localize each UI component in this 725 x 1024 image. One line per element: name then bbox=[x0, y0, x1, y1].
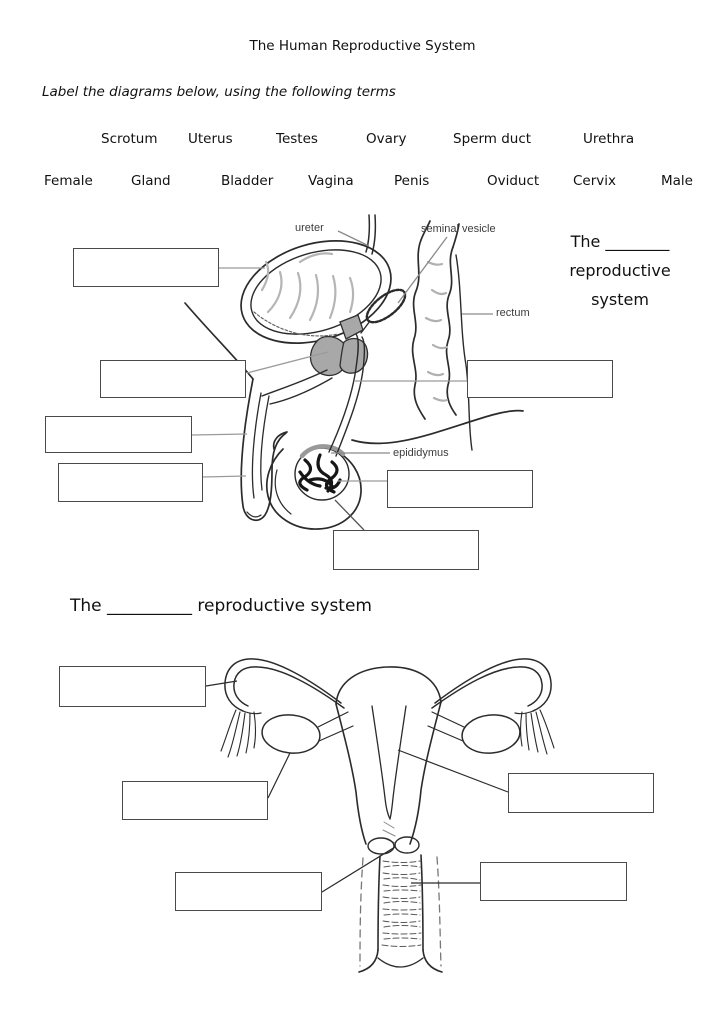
label-epididymus: epididymus bbox=[393, 447, 449, 459]
back-contour bbox=[455, 254, 473, 451]
prostate bbox=[309, 314, 369, 377]
term-penis: Penis bbox=[394, 173, 430, 189]
right-fallopian-tube bbox=[431, 658, 555, 755]
male-answer-box-bladder[interactable] bbox=[73, 248, 219, 287]
male-heading-line2: reproductive bbox=[569, 261, 671, 280]
left-fimbriae bbox=[220, 709, 257, 758]
right-ovary bbox=[427, 711, 521, 754]
cervix bbox=[367, 836, 420, 855]
label-ureter: ureter bbox=[295, 222, 324, 234]
female-diagram bbox=[220, 658, 555, 973]
bladder bbox=[240, 240, 392, 344]
female-answer-box-cervix[interactable] bbox=[175, 872, 322, 911]
seminal-vesicle-shape bbox=[365, 288, 407, 324]
male-heading-line1: The ________ bbox=[570, 232, 670, 251]
sperm-duct bbox=[328, 333, 366, 457]
term-scrotum: Scrotum bbox=[101, 131, 158, 147]
term-female: Female bbox=[44, 173, 93, 189]
male-connector-lines bbox=[191, 230, 493, 531]
testis bbox=[294, 444, 350, 501]
urethra bbox=[261, 369, 333, 405]
female-connector-lines bbox=[205, 680, 509, 893]
label-seminal-vesicle: seminal vesicle bbox=[421, 223, 496, 235]
male-answer-box-penis[interactable] bbox=[45, 416, 192, 453]
male-answer-box-testes[interactable] bbox=[387, 470, 533, 508]
female-answer-box-uterus[interactable] bbox=[508, 773, 654, 813]
ureter-tube bbox=[365, 214, 377, 255]
rectum-squiggles bbox=[424, 260, 449, 402]
term-urethra: Urethra bbox=[583, 131, 635, 147]
perineum-line bbox=[351, 409, 524, 445]
female-answer-box-vagina[interactable] bbox=[480, 862, 627, 901]
penis bbox=[240, 378, 287, 522]
left-ovary bbox=[261, 711, 354, 754]
term-cervix: Cervix bbox=[573, 173, 617, 189]
scrotum bbox=[265, 431, 362, 530]
male-heading: The ________ reproductive system bbox=[550, 227, 690, 314]
term-oviduct: Oviduct bbox=[487, 173, 540, 189]
male-answer-box-gland[interactable] bbox=[100, 360, 246, 398]
right-fimbriae bbox=[519, 709, 555, 755]
female-answer-box-ovary[interactable] bbox=[122, 781, 268, 820]
vagina-striations bbox=[381, 860, 422, 947]
term-bladder: Bladder bbox=[221, 173, 274, 189]
male-answer-box-sperm-duct[interactable] bbox=[467, 360, 613, 398]
term-testes: Testes bbox=[276, 131, 318, 147]
female-heading: The __________ reproductive system bbox=[70, 596, 372, 616]
term-male: Male bbox=[661, 173, 693, 189]
male-diagram bbox=[184, 214, 524, 530]
rectum-shape bbox=[411, 220, 460, 420]
male-answer-box-urethra[interactable] bbox=[58, 463, 203, 502]
instruction-text: Label the diagrams below, using the foll… bbox=[42, 84, 396, 100]
vagina bbox=[358, 854, 443, 973]
male-torso-line bbox=[184, 302, 254, 380]
term-gland: Gland bbox=[131, 173, 171, 189]
left-fallopian-tube bbox=[220, 658, 345, 758]
term-vagina: Vagina bbox=[308, 173, 354, 189]
male-answer-box-scrotum[interactable] bbox=[333, 530, 479, 570]
term-ovary: Ovary bbox=[366, 131, 407, 147]
label-rectum: rectum bbox=[496, 307, 530, 319]
male-heading-line3: system bbox=[591, 290, 649, 309]
uterus bbox=[335, 666, 442, 845]
term-uterus: Uterus bbox=[188, 131, 233, 147]
term-sperm-duct: Sperm duct bbox=[453, 131, 532, 147]
page-title: The Human Reproductive System bbox=[249, 38, 476, 54]
bladder-squiggles bbox=[260, 252, 355, 322]
female-answer-box-oviduct[interactable] bbox=[59, 666, 206, 707]
